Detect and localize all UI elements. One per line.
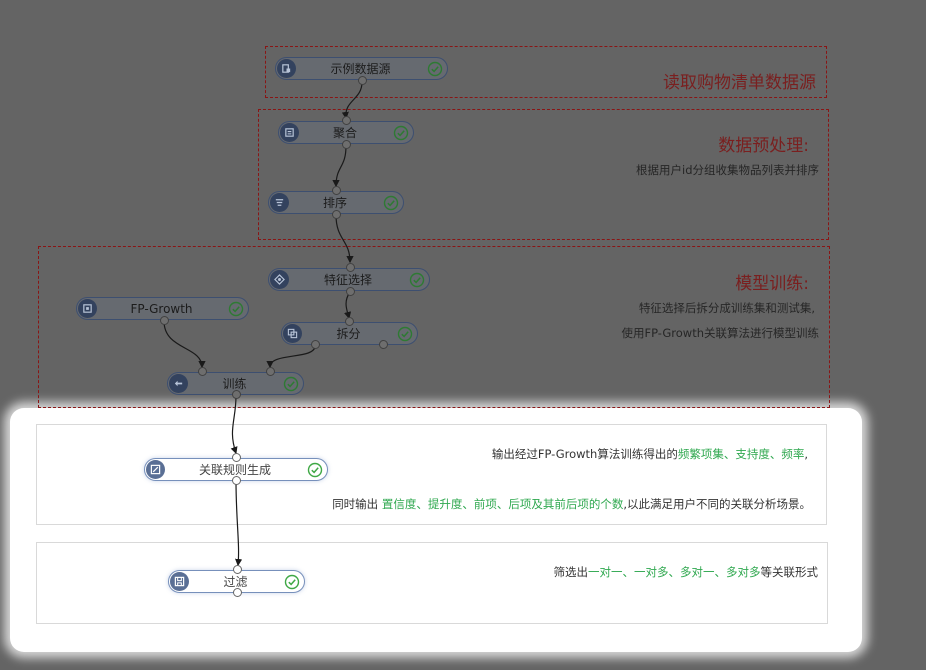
port-split-out-right[interactable] xyxy=(379,340,388,349)
split-icon xyxy=(283,324,302,343)
port-sort-out[interactable] xyxy=(332,210,341,219)
node-feature-select-label: 特征选择 xyxy=(323,273,372,287)
port-train-out[interactable] xyxy=(232,390,241,399)
wire-fpgrowth-train xyxy=(163,320,206,369)
filter-line-suffix: 等关联形式 xyxy=(760,565,819,579)
node-sort-label: 排序 xyxy=(322,196,347,210)
port-rule-generation-out[interactable] xyxy=(232,476,241,485)
group-train xyxy=(38,246,830,408)
check-circle-icon xyxy=(307,462,323,477)
panel-rule-line-2: 同时输出 置信度、提升度、前项、后项及其前后项的个数,以此满足用户不同的关联分析… xyxy=(332,496,811,512)
node-train-label: 训练 xyxy=(222,377,247,391)
sort-icon xyxy=(270,193,289,212)
port-fp-growth-out[interactable] xyxy=(160,316,169,325)
panel-filter-line: 筛选出一对一、一对多、多对一、多对多等关联形式 xyxy=(554,564,819,580)
node-split-label: 拆分 xyxy=(336,327,361,341)
check-circle-icon xyxy=(427,61,443,76)
filter-line-prefix: 筛选出 xyxy=(553,565,589,579)
port-aggregate-in[interactable] xyxy=(342,116,351,125)
aggregate-icon xyxy=(280,123,299,142)
model-icon xyxy=(78,299,97,318)
port-sort-in[interactable] xyxy=(332,186,341,195)
port-aggregate-out[interactable] xyxy=(342,140,351,149)
node-sample-source[interactable]: 示例数据源 xyxy=(275,57,448,80)
rule-line-1-prefix: 输出经过FP-Growth算法训练得出的 xyxy=(491,447,678,461)
check-circle-icon xyxy=(409,272,425,287)
train-icon xyxy=(169,374,188,393)
database-icon xyxy=(277,59,296,78)
node-sample-source-label: 示例数据源 xyxy=(330,62,391,76)
port-feature-select-out[interactable] xyxy=(346,287,355,296)
group-train-desc-1: 特征选择后拆分成训练集和测试集, xyxy=(638,301,815,315)
group-read-source xyxy=(265,46,827,98)
panel-rule-line-1: 输出经过FP-Growth算法训练得出的频繁项集、支持度、频率, xyxy=(492,446,808,462)
check-circle-icon xyxy=(383,195,399,210)
port-filter-out[interactable] xyxy=(233,588,242,597)
port-sample-source-out[interactable] xyxy=(358,76,367,85)
node-filter[interactable]: 过滤 xyxy=(168,570,305,593)
rule-line-1-suffix: , xyxy=(804,447,808,461)
wire-aggregate-sort xyxy=(332,145,347,188)
port-split-out-left[interactable] xyxy=(311,340,320,349)
wire-split-train xyxy=(266,345,316,369)
group-preprocess xyxy=(258,109,829,240)
node-fp-growth-label: FP-Growth xyxy=(130,301,193,316)
wire-rules-filter xyxy=(235,480,243,567)
group-preprocess-title: 数据预处理: xyxy=(718,136,809,156)
check-circle-icon xyxy=(283,376,299,391)
rule-line-1-highlight: 频繁项集、支持度、频率 xyxy=(677,447,805,461)
group-train-desc-2: 使用FP-Growth关联算法进行模型训练 xyxy=(621,326,820,340)
node-filter-label: 过滤 xyxy=(223,575,248,589)
group-read-title: 读取购物清单数据源 xyxy=(663,73,816,93)
port-filter-in[interactable] xyxy=(233,565,242,574)
check-circle-icon xyxy=(228,301,244,316)
group-preprocess-desc: 根据用户id分组收集物品列表并排序 xyxy=(636,163,819,177)
wire-train-rules xyxy=(230,395,238,455)
node-aggregate-label: 聚合 xyxy=(332,126,357,140)
port-rule-generation-in[interactable] xyxy=(232,453,241,462)
rule-line-2-prefix: 同时输出 xyxy=(332,497,382,511)
wire-sort-feature xyxy=(335,214,354,264)
wire-source-aggregate xyxy=(341,81,363,120)
filter-icon xyxy=(170,572,189,591)
node-train[interactable]: 训练 xyxy=(167,372,304,395)
port-feature-select-in[interactable] xyxy=(346,263,355,272)
group-train-title: 模型训练: xyxy=(735,274,809,294)
check-circle-icon xyxy=(393,125,409,140)
rule-line-2-highlight: 置信度、提升度、前项、后项及其前后项的个数 xyxy=(381,497,624,511)
rule-icon xyxy=(146,460,165,479)
check-circle-icon xyxy=(284,574,300,589)
node-rule-generation-label: 关联规则生成 xyxy=(198,463,271,477)
check-circle-icon xyxy=(397,326,413,341)
feature-select-icon xyxy=(270,270,289,289)
port-split-in[interactable] xyxy=(345,317,354,326)
node-aggregate[interactable]: 聚合 xyxy=(278,121,414,144)
filter-line-highlight: 一对一、一对多、多对一、多对多 xyxy=(588,565,761,579)
rule-line-2-suffix: ,以此满足用户不同的关联分析场景。 xyxy=(623,497,811,511)
port-train-in-right[interactable] xyxy=(266,367,275,376)
port-train-in-left[interactable] xyxy=(198,367,207,376)
